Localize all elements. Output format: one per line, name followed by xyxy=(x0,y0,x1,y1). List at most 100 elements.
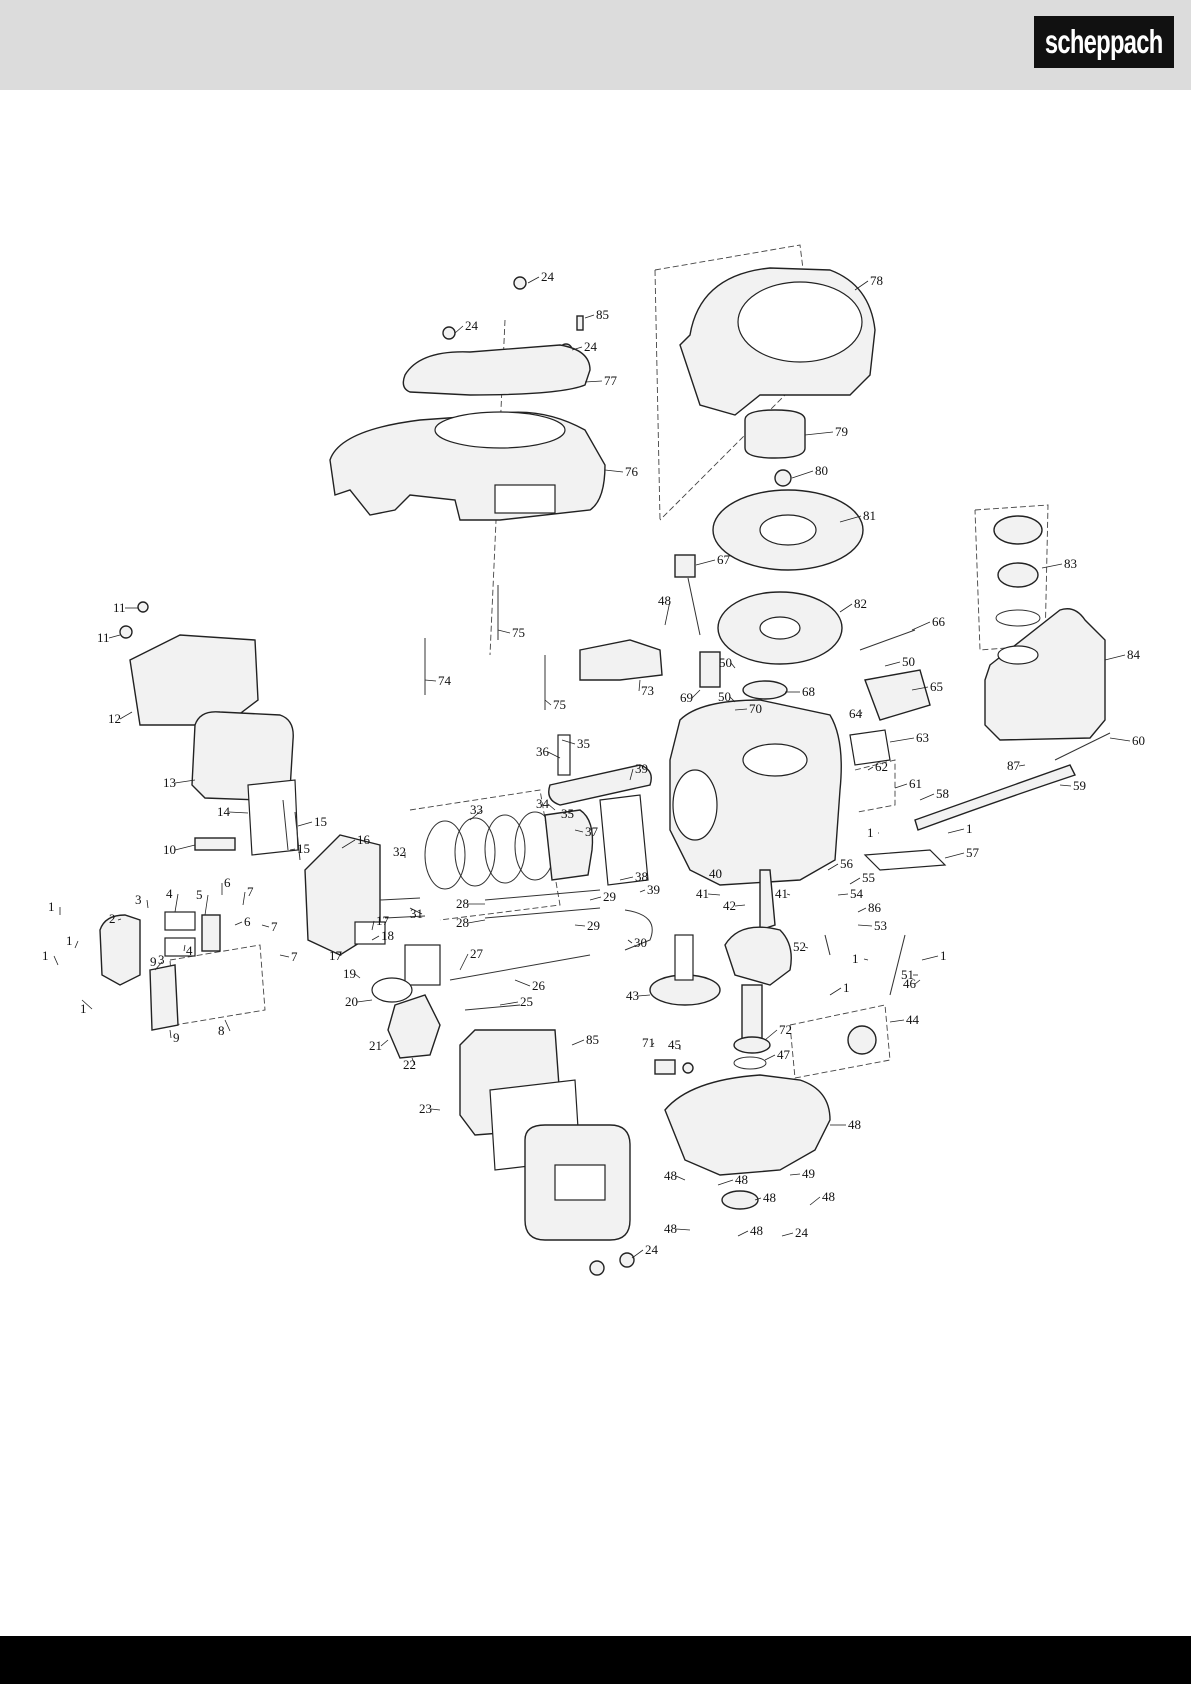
part-number-label: 3 xyxy=(158,952,165,967)
governor-46 xyxy=(847,1025,877,1055)
part-number-label: 29 xyxy=(603,889,616,904)
guide-line xyxy=(169,944,266,1026)
crank-shaft-lower xyxy=(741,984,763,1046)
part-number-label: 71 xyxy=(642,1035,655,1050)
part-number-label: 37 xyxy=(585,824,599,839)
part-number-label: 9 xyxy=(173,1030,180,1045)
callout-leader xyxy=(81,999,93,1010)
part-number-label: 52 xyxy=(793,939,806,954)
callout-leader xyxy=(183,944,186,952)
callout-leader xyxy=(911,686,929,691)
callout-leader xyxy=(356,999,373,1003)
callout-leader xyxy=(867,766,874,771)
callout-leader xyxy=(729,696,736,703)
fuel-tank-84 xyxy=(984,608,1106,741)
scheppach-logo: scheppach xyxy=(1034,16,1174,68)
callout-leader xyxy=(409,907,423,915)
callout-leader xyxy=(279,954,290,958)
callout-leader xyxy=(574,924,586,927)
block-bore-top xyxy=(742,743,808,777)
part-number-label: 20 xyxy=(345,994,358,1009)
callout-leader xyxy=(914,979,921,985)
part-number-label: 77 xyxy=(604,373,618,388)
callout-leader xyxy=(637,994,651,997)
callout-leader xyxy=(839,515,862,523)
part-number-label: 41 xyxy=(775,886,788,901)
flywheel-hub xyxy=(759,514,817,546)
part-number-label: 51 xyxy=(901,967,914,982)
page-header: scheppach xyxy=(0,0,1191,90)
part-number-label: 79 xyxy=(835,424,848,439)
part-number-label: 59 xyxy=(1073,778,1086,793)
callout-leader xyxy=(737,1230,749,1237)
part-number-label: 24 xyxy=(584,339,598,354)
part-number-label: 75 xyxy=(512,625,525,640)
callout-leader xyxy=(857,924,873,927)
part-number-label: 39 xyxy=(635,761,648,776)
stud-15b xyxy=(294,811,301,861)
callout-leader xyxy=(514,979,531,987)
part-number-label: 72 xyxy=(779,1022,792,1037)
callout-leader xyxy=(261,924,270,928)
part-number-label: 54 xyxy=(850,886,864,901)
link-66 xyxy=(859,629,916,651)
callout-leader xyxy=(547,751,561,759)
part-number-label: 2 xyxy=(109,911,116,926)
part-number-label: 15 xyxy=(314,814,327,829)
cylinder-bore xyxy=(672,769,718,841)
guide-line xyxy=(854,759,896,813)
callout-leader xyxy=(734,904,746,907)
ignition-coil-73 xyxy=(579,639,663,681)
callout-leader xyxy=(574,829,584,833)
callout-leader xyxy=(837,893,849,896)
spark-plug-10 xyxy=(194,837,236,851)
part-number-label: 55 xyxy=(862,870,875,885)
callout-leader xyxy=(497,629,511,634)
valve-cover-2 xyxy=(99,914,141,986)
part-number-label: 85 xyxy=(586,1032,599,1047)
part-number-label: 57 xyxy=(966,845,980,860)
guide-line xyxy=(974,504,1049,651)
shroud-label-panel xyxy=(494,484,556,514)
callout-leader xyxy=(651,1042,655,1046)
callout-leader xyxy=(947,828,965,834)
part-number-label: 75 xyxy=(553,697,566,712)
callout-leader xyxy=(639,889,646,893)
nut-24-left xyxy=(442,326,456,340)
part-number-label: 36 xyxy=(536,744,550,759)
part-number-label: 27 xyxy=(470,946,484,961)
part-number-label: 50 xyxy=(718,689,731,704)
part-number-label: 14 xyxy=(217,804,231,819)
oil-pan-47 xyxy=(664,1074,831,1176)
nut-24-bottom-right xyxy=(619,1252,635,1268)
part-number-label: 9 xyxy=(150,954,157,969)
part-number-label: 24 xyxy=(541,269,555,284)
part-number-label: 64 xyxy=(849,706,863,721)
part-number-label: 24 xyxy=(645,1242,659,1257)
part-number-label: 73 xyxy=(641,683,654,698)
part-number-label: 33 xyxy=(470,802,483,817)
part-number-label: 46 xyxy=(903,976,917,991)
callout-leader xyxy=(1041,563,1063,569)
callout-leader xyxy=(675,1175,686,1181)
callout-leader xyxy=(459,953,469,971)
seal-49 xyxy=(721,1190,759,1210)
page-footer xyxy=(0,1636,1191,1684)
part-number-label: 28 xyxy=(456,896,469,911)
seal-68 xyxy=(742,680,788,700)
crankshaft-42 xyxy=(724,926,792,986)
dipstick-cap-67 xyxy=(674,554,696,578)
part-number-label: 1 xyxy=(940,948,947,963)
part-number-label: 85 xyxy=(596,307,609,322)
callout-leader xyxy=(174,779,196,784)
callout-leader xyxy=(863,958,869,961)
callout-leader xyxy=(119,711,133,720)
callout-leader xyxy=(146,899,149,909)
callout-leader xyxy=(781,1232,794,1237)
callout-leader xyxy=(469,809,483,821)
part-number-label: 1 xyxy=(48,899,55,914)
washer-11-top xyxy=(137,601,149,613)
part-number-label: 29 xyxy=(587,918,600,933)
part-number-label: 78 xyxy=(870,273,883,288)
part-number-label: 8 xyxy=(218,1023,225,1038)
